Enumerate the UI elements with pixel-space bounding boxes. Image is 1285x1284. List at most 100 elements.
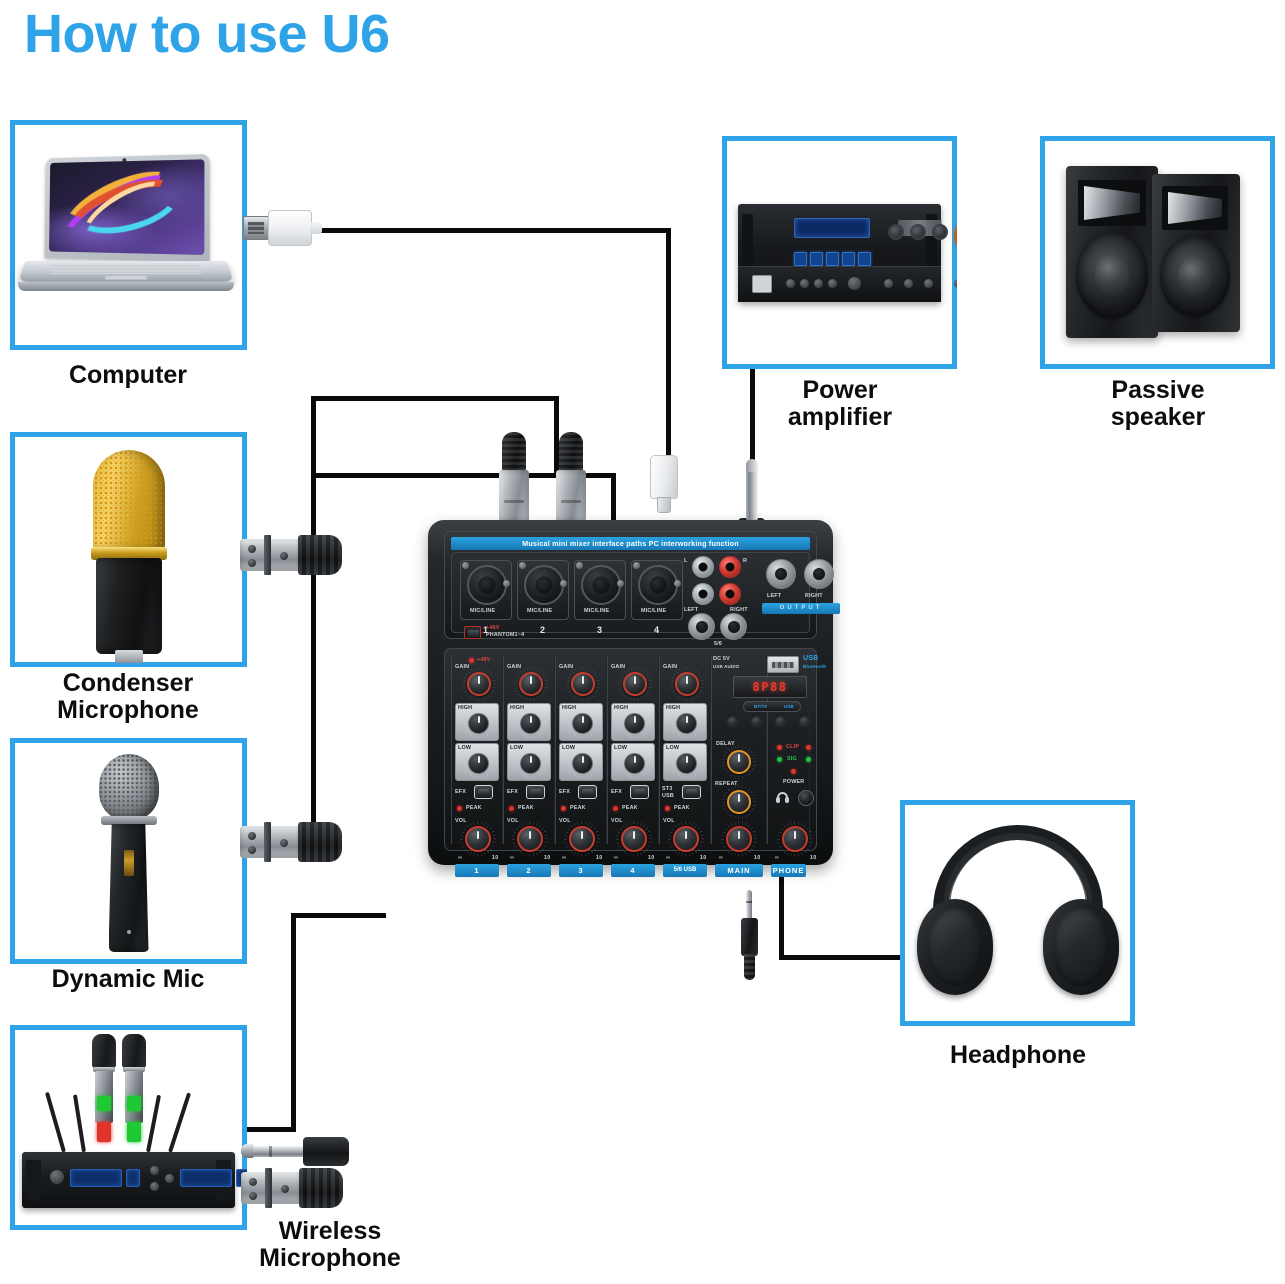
low-knob-3[interactable] bbox=[572, 753, 593, 774]
play-pause-button[interactable] bbox=[727, 716, 738, 727]
efx-button-4[interactable] bbox=[630, 785, 649, 799]
jack-input-5-6-right[interactable] bbox=[720, 613, 747, 640]
rca-input-left[interactable] bbox=[692, 556, 714, 578]
usb-port[interactable] bbox=[767, 656, 799, 673]
low-knob-5-6[interactable] bbox=[676, 753, 697, 774]
gain-knob-1[interactable] bbox=[467, 672, 491, 696]
volume-knob-4[interactable] bbox=[621, 826, 647, 852]
phantom-power-button[interactable] bbox=[464, 626, 481, 639]
eq-panel-2: HIGH bbox=[507, 703, 551, 741]
phone-strip[interactable]: CLIP SIG POWER ∞ 10 PHONE bbox=[767, 655, 816, 877]
previous-button[interactable] bbox=[751, 716, 762, 727]
repeat-label: REPEAT bbox=[715, 781, 738, 787]
media-player-block[interactable]: DC 5V USB AUDIO USB Bluetooth 8P88 BT/TF… bbox=[711, 655, 826, 735]
device-label-headphone: Headphone bbox=[949, 1041, 1087, 1069]
vol-label-3: VOL bbox=[559, 818, 571, 824]
jack-input-5-6-left[interactable] bbox=[688, 613, 715, 640]
clip-label: CLIP bbox=[786, 744, 800, 750]
mixer-device[interactable]: Musical mini mixer interface paths PC in… bbox=[428, 520, 840, 877]
device-box-condenser-microphone[interactable] bbox=[10, 432, 247, 667]
usb-audio-label: USB AUDIO bbox=[713, 664, 740, 669]
output-jack-right[interactable] bbox=[804, 559, 834, 589]
st3-usb-button[interactable] bbox=[682, 785, 701, 799]
efx-button-2[interactable] bbox=[526, 785, 545, 799]
rca-left-label-top: L bbox=[684, 558, 688, 564]
volume-knob-1[interactable] bbox=[465, 826, 491, 852]
phone-volume-knob[interactable] bbox=[782, 826, 808, 852]
mixer-top-panel: +48V GAIN HIGH LOW EFX PEAK VOL ∞ bbox=[444, 648, 826, 877]
volume-knob-5-6[interactable] bbox=[673, 826, 699, 852]
repeat-knob[interactable] bbox=[727, 790, 751, 814]
phantom-led-label: +48V bbox=[477, 657, 491, 663]
peak-led-1 bbox=[457, 806, 462, 811]
mic-line-input-4[interactable]: MIC/LINE bbox=[631, 560, 683, 620]
main-volume-knob[interactable] bbox=[726, 826, 752, 852]
low-knob-1[interactable] bbox=[468, 753, 489, 774]
wire-amp-vertical bbox=[750, 368, 755, 472]
efx-button-1[interactable] bbox=[474, 785, 493, 799]
device-box-passive-speaker[interactable] bbox=[1040, 136, 1275, 369]
volume-knob-3[interactable] bbox=[569, 826, 595, 852]
bt-usb-source-bar[interactable]: BT/TF USB bbox=[743, 701, 801, 712]
gain-label-5-6: GAIN bbox=[663, 664, 678, 670]
device-box-dynamic-mic[interactable] bbox=[10, 738, 247, 964]
wire-dynamic-down bbox=[611, 473, 616, 531]
low-knob-2[interactable] bbox=[520, 753, 541, 774]
rca-output-right[interactable] bbox=[719, 583, 741, 605]
channel-strip-1[interactable]: GAIN HIGH LOW EFX PEAK VOL ∞ 10 1 bbox=[451, 655, 503, 877]
rca-right-label-top: R bbox=[743, 558, 748, 564]
gain-knob-2[interactable] bbox=[519, 672, 543, 696]
rca-output-left[interactable] bbox=[692, 583, 714, 605]
peak-led-2 bbox=[509, 806, 514, 811]
dynamic-microphone-icon bbox=[10, 738, 247, 964]
device-label-power-amplifier: Power amplifier bbox=[787, 376, 893, 431]
wire-dynamic-vertical bbox=[311, 473, 316, 845]
phone-vol-max: 10 bbox=[810, 855, 817, 861]
main-strip[interactable]: DELAY REPEAT ∞ 10 MAIN bbox=[711, 655, 767, 877]
gain-knob-5-6[interactable] bbox=[675, 672, 699, 696]
peak-label-3: PEAK bbox=[570, 805, 586, 811]
rca-input-right[interactable] bbox=[719, 556, 741, 578]
power-led bbox=[791, 769, 796, 774]
high-knob-5-6[interactable] bbox=[676, 713, 697, 734]
wire-condenser-down bbox=[554, 396, 559, 474]
device-box-wireless-microphone[interactable] bbox=[10, 1025, 247, 1230]
high-knob-1[interactable] bbox=[468, 713, 489, 734]
mode-volume-button[interactable] bbox=[799, 716, 810, 727]
eq-panel-low-4: LOW bbox=[611, 743, 655, 781]
channel-strip-5-6[interactable]: GAIN HIGH LOW ST3 USB PEAK VOL ∞ 10 5/6 … bbox=[659, 655, 711, 877]
wire-headphone-horizontal bbox=[779, 955, 904, 960]
clip-led-left bbox=[777, 745, 782, 750]
high-knob-4[interactable] bbox=[624, 713, 645, 734]
device-box-power-amplifier[interactable] bbox=[722, 136, 957, 369]
gain-label-4: GAIN bbox=[611, 664, 626, 670]
volume-knob-2[interactable] bbox=[517, 826, 543, 852]
output-jack-left[interactable] bbox=[766, 559, 796, 589]
mic-line-input-2[interactable]: MIC/LINE bbox=[517, 560, 569, 620]
phone-vol-min: ∞ bbox=[775, 855, 780, 861]
mic-line-input-1[interactable]: MIC/LINE bbox=[460, 560, 512, 620]
delay-knob[interactable] bbox=[727, 750, 751, 774]
vol-label-4: VOL bbox=[611, 818, 623, 824]
device-box-headphone[interactable] bbox=[900, 800, 1135, 1026]
efx-button-3[interactable] bbox=[578, 785, 597, 799]
channel-label-4: 4 bbox=[611, 864, 655, 877]
mic-line-input-3[interactable]: MIC/LINE bbox=[574, 560, 626, 620]
low-knob-4[interactable] bbox=[624, 753, 645, 774]
headphone-jack-socket[interactable] bbox=[798, 790, 814, 806]
device-label-wireless-microphone: Wireless Microphone bbox=[259, 1217, 401, 1272]
delay-label: DELAY bbox=[716, 741, 735, 747]
high-knob-3[interactable] bbox=[572, 713, 593, 734]
gain-knob-3[interactable] bbox=[571, 672, 595, 696]
high-knob-2[interactable] bbox=[520, 713, 541, 734]
device-box-computer[interactable] bbox=[10, 120, 247, 350]
channel-strip-3[interactable]: GAIN HIGH LOW EFX PEAK VOL ∞ 10 3 bbox=[555, 655, 607, 877]
gain-knob-4[interactable] bbox=[623, 672, 647, 696]
3.5mm-trs-plug-headphone bbox=[739, 890, 761, 982]
wire-dynamic-top bbox=[311, 473, 616, 478]
main-label: MAIN bbox=[715, 864, 763, 877]
next-button[interactable] bbox=[775, 716, 786, 727]
xlr-socket-icon bbox=[638, 565, 678, 605]
channel-strip-4[interactable]: GAIN HIGH LOW EFX PEAK VOL ∞ 10 4 bbox=[607, 655, 659, 877]
channel-strip-2[interactable]: GAIN HIGH LOW EFX PEAK VOL ∞ 10 2 bbox=[503, 655, 555, 877]
